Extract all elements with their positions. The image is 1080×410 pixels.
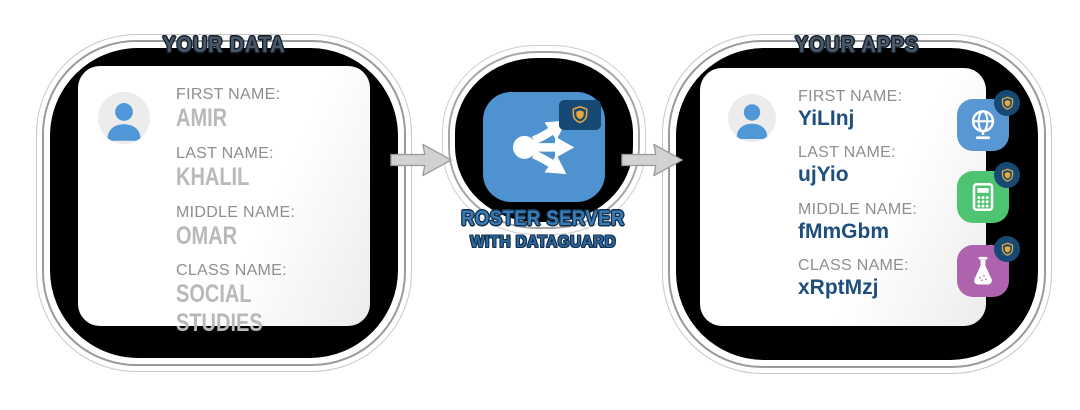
app-shield-badge bbox=[994, 90, 1020, 116]
avatar bbox=[728, 94, 776, 142]
flow-right-arrow-icon bbox=[390, 143, 452, 177]
field-last-name: LAST NAME: ujYio bbox=[798, 144, 917, 188]
calculator-app-tile bbox=[957, 162, 1020, 223]
your-data-fields: FIRST NAME: AMIR LAST NAME: KHALIL MIDDL… bbox=[176, 86, 370, 350]
field-value: ujYio bbox=[798, 163, 849, 187]
field-first-name: FIRST NAME: YiLInj bbox=[798, 88, 917, 132]
field-middle-name: MIDDLE NAME: OMAR bbox=[176, 204, 370, 251]
globe-icon bbox=[971, 110, 995, 140]
avatar bbox=[98, 92, 150, 144]
field-value: SOCIAL STUDIES bbox=[176, 280, 263, 337]
field-value: YiLInj bbox=[798, 107, 855, 130]
field-value: fMmGbm bbox=[798, 219, 889, 243]
field-value: xRptMzj bbox=[798, 275, 879, 299]
person-avatar-icon bbox=[736, 104, 768, 139]
field-last-name: LAST NAME: KHALIL bbox=[176, 145, 370, 192]
field-first-name: FIRST NAME: AMIR bbox=[176, 86, 370, 133]
chemistry-app-tile bbox=[957, 236, 1020, 297]
field-value: AMIR bbox=[176, 104, 228, 132]
gold-shield-icon bbox=[1001, 168, 1013, 182]
field-label: FIRST NAME: bbox=[798, 88, 903, 105]
app-shield-badge bbox=[994, 162, 1020, 188]
flow-right-arrow-icon bbox=[621, 143, 683, 177]
server-label: ROSTER SERVER WITH DATAGUARD bbox=[428, 207, 658, 252]
your-apps-card: FIRST NAME: YiLInj LAST NAME: ujYio MIDD… bbox=[700, 68, 986, 326]
person-avatar-icon bbox=[107, 103, 141, 141]
field-label: MIDDLE NAME: bbox=[798, 200, 918, 218]
your-data-panel: YOUR DATA FIRST NAME: AMIR LAST NAME: KH… bbox=[36, 32, 412, 372]
server-label-line2: WITH DATAGUARD bbox=[470, 232, 616, 251]
field-label: CLASS NAME: bbox=[176, 262, 287, 280]
gold-shield-icon bbox=[1001, 242, 1013, 256]
field-value: OMAR bbox=[176, 221, 238, 250]
server-label-line1: ROSTER SERVER bbox=[461, 207, 625, 230]
field-label: LAST NAME: bbox=[798, 144, 896, 162]
your-apps-title: YOUR APPS bbox=[794, 32, 920, 57]
field-class-name: CLASS NAME: xRptMzj bbox=[798, 257, 917, 301]
field-value: KHALIL bbox=[176, 162, 250, 191]
roster-server-icon bbox=[483, 92, 605, 202]
your-apps-panel: YOUR APPS FIRST NAME: YiLInj LAST NAME: … bbox=[662, 32, 1052, 374]
your-data-title: YOUR DATA bbox=[162, 32, 286, 57]
your-data-card: FIRST NAME: AMIR LAST NAME: KHALIL MIDDL… bbox=[78, 66, 370, 337]
field-label: FIRST NAME: bbox=[176, 86, 281, 103]
server-shield-badge bbox=[559, 100, 601, 130]
calculator-icon bbox=[972, 182, 994, 212]
app-shield-badge bbox=[994, 236, 1020, 262]
globe-app-tile bbox=[957, 90, 1020, 151]
gold-shield-icon bbox=[572, 105, 588, 124]
field-label: LAST NAME: bbox=[176, 144, 274, 162]
chemistry-flask-icon bbox=[974, 256, 992, 285]
field-label: MIDDLE NAME: bbox=[176, 203, 296, 221]
your-apps-fields: FIRST NAME: YiLInj LAST NAME: ujYio MIDD… bbox=[798, 88, 917, 313]
gold-shield-icon bbox=[1001, 96, 1013, 110]
field-class-name: CLASS NAME: SOCIAL STUDIES bbox=[176, 262, 370, 338]
field-middle-name: MIDDLE NAME: fMmGbm bbox=[798, 201, 917, 245]
field-label: CLASS NAME: bbox=[798, 256, 909, 274]
